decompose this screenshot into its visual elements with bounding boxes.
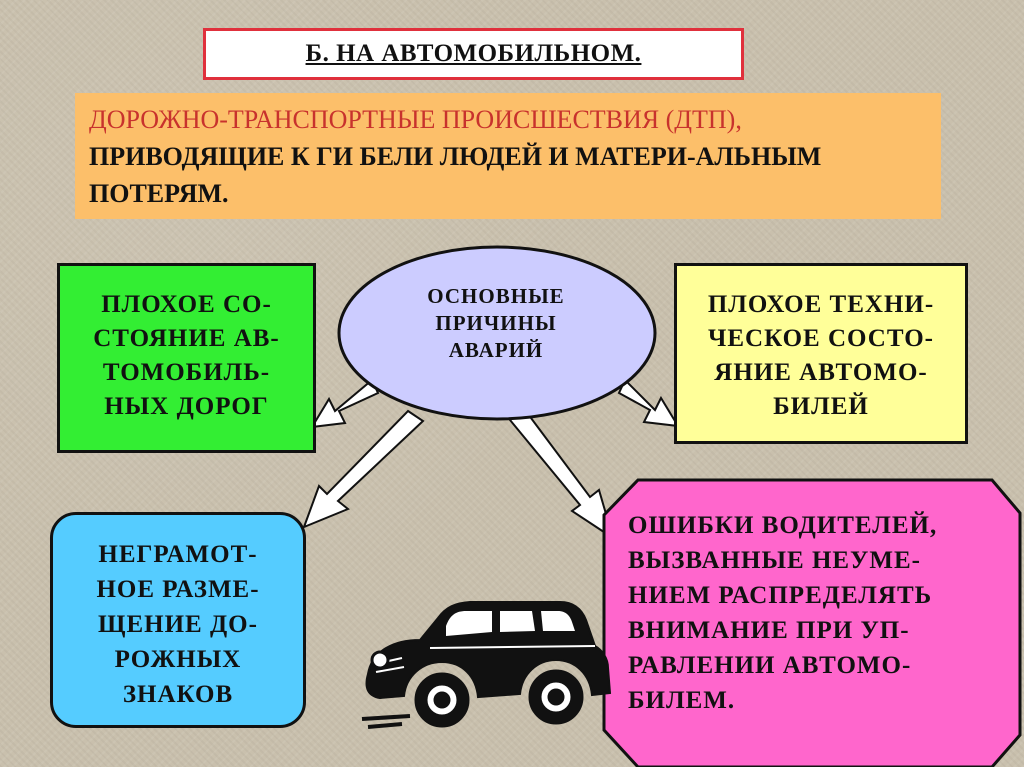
cause-bad-roads-line: НЫХ ДОРОГ <box>60 390 313 424</box>
arrow-icon <box>304 411 423 527</box>
cause-road-signs-line: ЩЕНИЕ ДО- <box>53 607 303 642</box>
cause-driver-errors-line: РАВЛЕНИИ АВТОМО- <box>628 648 987 683</box>
arrow-icon <box>619 380 678 426</box>
center-label-line: ПРИЧИНЫ <box>393 310 599 337</box>
cause-driver-errors-line: БИЛЕМ. <box>628 683 987 718</box>
arrow-icon <box>510 410 613 538</box>
cause-road-signs: НЕГРАМОТ- НОЕ РАЗМЕ- ЩЕНИЕ ДО- РОЖНЫХ ЗН… <box>50 512 306 728</box>
cause-driver-errors-line: ВЫЗВАННЫЕ НЕУМЕ- <box>628 543 987 578</box>
car-icon <box>362 602 610 727</box>
cause-bad-vehicles: ПЛОХОЕ ТЕХНИ- ЧЕСКОЕ СОСТО- ЯНИЕ АВТОМО-… <box>674 263 968 444</box>
center-label: ОСНОВНЫЕ ПРИЧИНЫ АВАРИЙ <box>393 283 599 364</box>
cause-road-signs-line: ЗНАКОВ <box>53 677 303 712</box>
cause-bad-roads: ПЛОХОЕ СО- СТОЯНИЕ АВ- ТОМОБИЛЬ- НЫХ ДОР… <box>57 263 316 453</box>
center-label-line: ОСНОВНЫЕ <box>393 283 599 310</box>
cause-driver-errors-line: ОШИБКИ ВОДИТЕЛЕЙ, <box>628 508 987 543</box>
cause-road-signs-line: НОЕ РАЗМЕ- <box>53 572 303 607</box>
cause-driver-errors-line: НИЕМ РАСПРЕДЕЛЯТЬ <box>628 578 987 613</box>
cause-bad-roads-line: ПЛОХОЕ СО- <box>60 288 313 322</box>
cause-driver-errors: ОШИБКИ ВОДИТЕЛЕЙ, ВЫЗВАННЫЕ НЕУМЕ- НИЕМ … <box>612 508 987 718</box>
center-label-line: АВАРИЙ <box>393 337 599 364</box>
arrow-icon <box>312 380 378 427</box>
cause-bad-vehicles-line: БИЛЕЙ <box>677 390 965 424</box>
cause-bad-roads-line: ТОМОБИЛЬ- <box>60 356 313 390</box>
cause-bad-vehicles-line: ЧЕСКОЕ СОСТО- <box>677 322 965 356</box>
cause-road-signs-line: НЕГРАМОТ- <box>53 537 303 572</box>
cause-bad-roads-line: СТОЯНИЕ АВ- <box>60 322 313 356</box>
cause-driver-errors-line: ВНИМАНИЕ ПРИ УП- <box>628 613 987 648</box>
cause-bad-vehicles-line: ЯНИЕ АВТОМО- <box>677 356 965 390</box>
cause-road-signs-line: РОЖНЫХ <box>53 642 303 677</box>
cause-bad-vehicles-line: ПЛОХОЕ ТЕХНИ- <box>677 288 965 322</box>
